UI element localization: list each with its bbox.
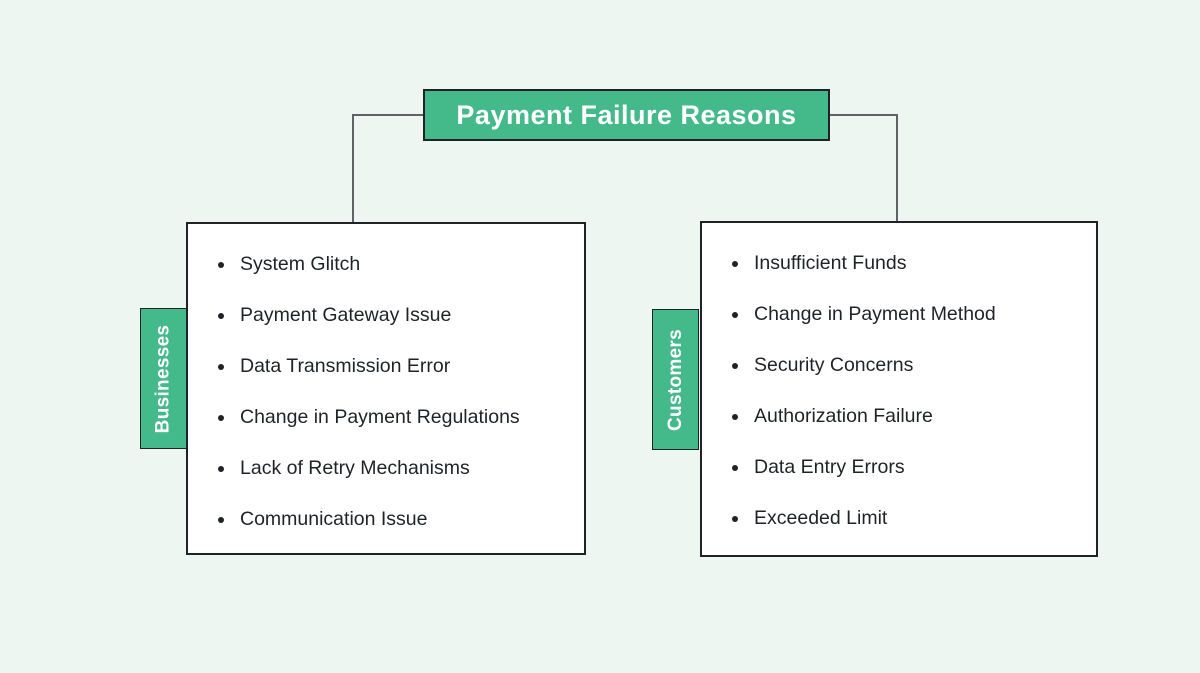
connector-left-horizontal	[352, 114, 425, 116]
list-item: System Glitch	[236, 252, 574, 277]
list-item: Security Concerns	[750, 353, 1086, 378]
customers-box: Insufficient Funds Change in Payment Met…	[700, 221, 1098, 557]
list-item: Communication Issue	[236, 507, 574, 532]
list-item: Exceeded Limit	[750, 506, 1086, 531]
connector-right-vertical	[896, 114, 898, 221]
businesses-box: System Glitch Payment Gateway Issue Data…	[186, 222, 586, 555]
list-item: Change in Payment Method	[750, 302, 1086, 327]
connector-left-vertical	[352, 114, 354, 222]
list-item: Insufficient Funds	[750, 251, 1086, 276]
diagram-title-node: Payment Failure Reasons	[423, 89, 830, 141]
businesses-list: System Glitch Payment Gateway Issue Data…	[188, 224, 584, 532]
list-item: Payment Gateway Issue	[236, 303, 574, 328]
customers-list: Insufficient Funds Change in Payment Met…	[702, 223, 1096, 531]
diagram-title: Payment Failure Reasons	[456, 99, 797, 130]
list-item: Authorization Failure	[750, 404, 1086, 429]
businesses-label: Businesses	[152, 324, 174, 433]
list-item: Lack of Retry Mechanisms	[236, 456, 574, 481]
customers-label-tab: Customers	[652, 309, 699, 450]
list-item: Change in Payment Regulations	[236, 405, 574, 430]
list-item: Data Entry Errors	[750, 455, 1086, 480]
customers-label: Customers	[664, 328, 686, 431]
list-item: Data Transmission Error	[236, 354, 574, 379]
businesses-label-tab: Businesses	[140, 308, 187, 449]
connector-right-horizontal	[828, 114, 898, 116]
